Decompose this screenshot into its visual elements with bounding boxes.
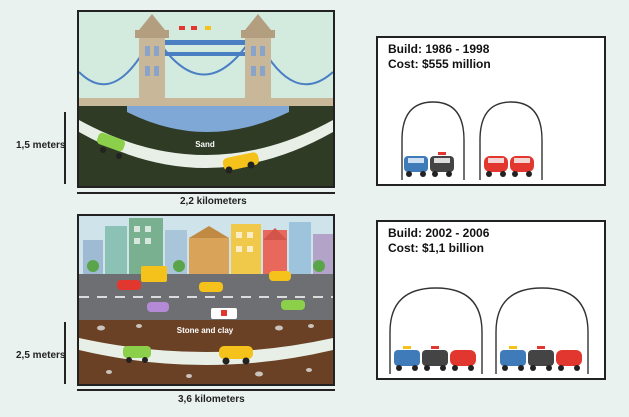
top-length-label: 2,2 kilometers [180, 196, 247, 207]
bus-icon [141, 266, 167, 282]
car-icon [484, 156, 534, 177]
top-depth-label: 1,5 meters [16, 140, 66, 151]
top-tunnel-cross-section [401, 101, 543, 180]
car-icon [123, 346, 151, 363]
ground-label: Sand [195, 140, 215, 149]
car-icon [450, 350, 582, 371]
bottom-length-line [77, 389, 335, 391]
bottom-tunnel-illustration: Stone and clay [77, 214, 335, 386]
building-icon [83, 218, 333, 274]
top-cost: Cost: $555 million [388, 57, 491, 71]
bridge-scene: Sand [78, 12, 334, 186]
top-depth-line [64, 112, 66, 184]
police-car-icon [422, 346, 554, 371]
city-scene: Stone and clay [79, 216, 333, 384]
taxi-icon [222, 152, 259, 174]
bottom-length-label: 3,6 kilometers [178, 394, 245, 405]
taxi-icon [219, 346, 253, 365]
taxi-icon [394, 346, 526, 371]
bottom-info-box: Build: 2002 - 2006 Cost: $1,1 billion [376, 220, 606, 380]
car-icon [117, 271, 305, 312]
tree-icon [87, 260, 325, 272]
ground-label: Stone and clay [177, 326, 234, 335]
top-info-box: Build: 1986 - 1998 Cost: $555 million [376, 36, 606, 186]
top-length-line [77, 192, 335, 194]
taxi-icon [199, 282, 223, 292]
police-car-icon [404, 152, 454, 177]
bottom-depth-label: 2,5 meters [16, 350, 66, 361]
top-tunnel-illustration: Sand [77, 10, 335, 188]
bottom-cost: Cost: $1,1 billion [388, 241, 485, 255]
bottom-tunnel-cross-section [389, 287, 589, 374]
bottom-depth-line [64, 322, 66, 384]
bottom-build: Build: 2002 - 2006 [388, 226, 490, 240]
ambulance-icon [211, 308, 237, 319]
top-build: Build: 1986 - 1998 [388, 42, 490, 56]
bridge-icon [135, 14, 275, 104]
car-icon [96, 132, 126, 159]
